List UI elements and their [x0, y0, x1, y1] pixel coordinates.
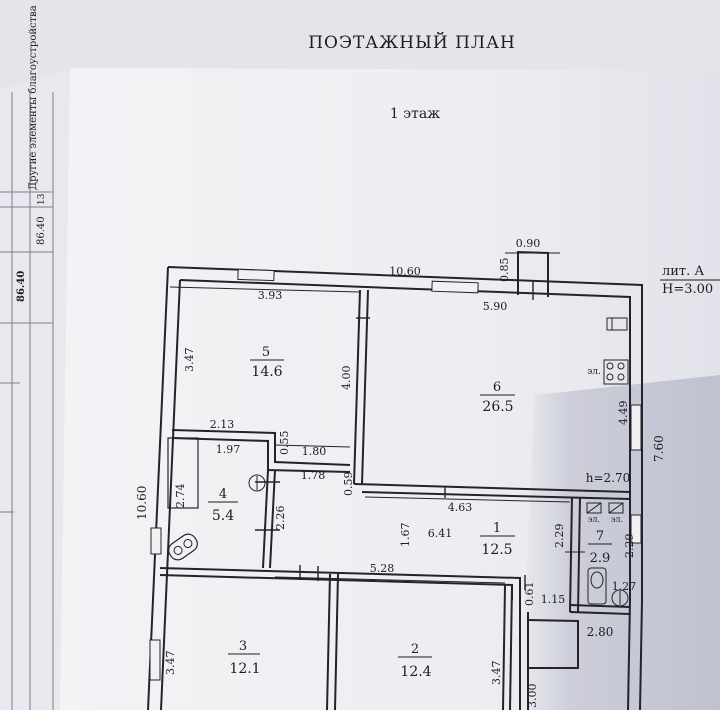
toilet-icon — [587, 567, 607, 605]
dim-641: 6.41 — [428, 527, 453, 540]
dim-1060-left: 10.60 — [135, 486, 149, 520]
boiler-el-note-a: эл. — [588, 515, 600, 524]
room-4-area: 5.4 — [212, 508, 234, 524]
dim-055: 0.55 — [278, 431, 291, 456]
room-3-number: 3 — [239, 639, 247, 654]
room-2-number: 2 — [411, 642, 419, 657]
room-7-area: 2.9 — [590, 551, 611, 566]
dimension-labels: 0.90 0.85 10.60 3.93 5.90 3.47 4.00 2.13… — [135, 237, 666, 708]
room-1-area: 12.5 — [481, 542, 512, 558]
dim-229-a: 2.29 — [553, 524, 566, 549]
margin-header-line: Другие элементы благоустройства — [28, 5, 39, 190]
dim-059: 0.59 — [342, 472, 355, 497]
room-3-area: 12.1 — [229, 661, 260, 677]
stove-icon — [603, 359, 629, 385]
dim-347-c: 3.47 — [490, 661, 503, 686]
margin-table — [0, 92, 54, 710]
boiler-icon — [168, 533, 198, 561]
room-1-number: 1 — [493, 521, 501, 536]
bathtub-icon — [167, 437, 199, 509]
dim-178: 1.78 — [301, 469, 326, 482]
dim-463: 4.63 — [448, 501, 473, 514]
dim-115: 1.15 — [541, 593, 566, 606]
room-6-number: 6 — [493, 380, 501, 395]
windows — [149, 268, 642, 681]
margin-value-bottom: 86.40 — [16, 271, 27, 302]
walls — [147, 250, 643, 710]
sink-icon — [606, 317, 628, 331]
dim-393: 3.93 — [258, 289, 283, 302]
dim-590: 5.90 — [483, 300, 508, 313]
cast-shadow — [520, 375, 720, 710]
room-2-area: 12.4 — [400, 664, 431, 680]
room-5-number: 5 — [262, 345, 270, 360]
dim-226: 2.26 — [274, 506, 287, 531]
dim-167: 1.67 — [399, 523, 412, 548]
room-4-number: 4 — [219, 487, 227, 502]
dim-085: 0.85 — [498, 258, 511, 283]
dim-1060-top: 10.60 — [389, 265, 421, 278]
dim-127: 1.27 — [612, 580, 637, 593]
dim-213: 2.13 — [210, 418, 235, 431]
dim-760: 7.60 — [652, 435, 666, 462]
dim-061: 0.61 — [523, 582, 536, 607]
dim-274: 2.74 — [174, 484, 187, 509]
dimension-lines — [169, 252, 585, 584]
dim-280: 2.80 — [587, 625, 614, 639]
dim-300: 3.00 — [526, 684, 539, 709]
dim-229-b: 2.29 — [623, 534, 636, 559]
ceiling-height-note: h=2.70 — [586, 471, 631, 485]
meter-icon — [248, 474, 266, 492]
height-label: H=3.00 — [662, 282, 713, 297]
dim-400: 4.00 — [340, 366, 353, 391]
dim-449: 4.49 — [617, 401, 630, 426]
dim-180: 1.80 — [302, 445, 327, 458]
margin-value-top: 86.40 — [36, 216, 47, 245]
boiler-units-icon — [586, 502, 624, 514]
boiler-el-note-b: эл. — [611, 515, 623, 524]
dim-347-a: 3.47 — [183, 348, 196, 373]
liter-label: лит. А — [662, 264, 704, 279]
room-7-number: 7 — [596, 529, 604, 544]
dim-347-b: 3.47 — [164, 651, 177, 676]
stove-el-note: эл. — [587, 367, 601, 377]
room-5-area: 14.6 — [251, 364, 282, 380]
dim-090: 0.90 — [516, 237, 541, 250]
document-title: ПОЭТАЖНЫЙ ПЛАН — [308, 32, 516, 53]
dim-528: 5.28 — [370, 562, 395, 575]
margin-column-number: 13 — [37, 193, 47, 205]
dim-197: 1.97 — [216, 443, 241, 456]
room-labels: 5 14.6 6 26.5 4 5.4 1 12.5 7 2.9 3 12.1 … — [208, 345, 612, 680]
floor-label: 1 этаж — [390, 106, 440, 122]
room-6-area: 26.5 — [482, 399, 513, 415]
washbasin-icon — [611, 589, 629, 607]
